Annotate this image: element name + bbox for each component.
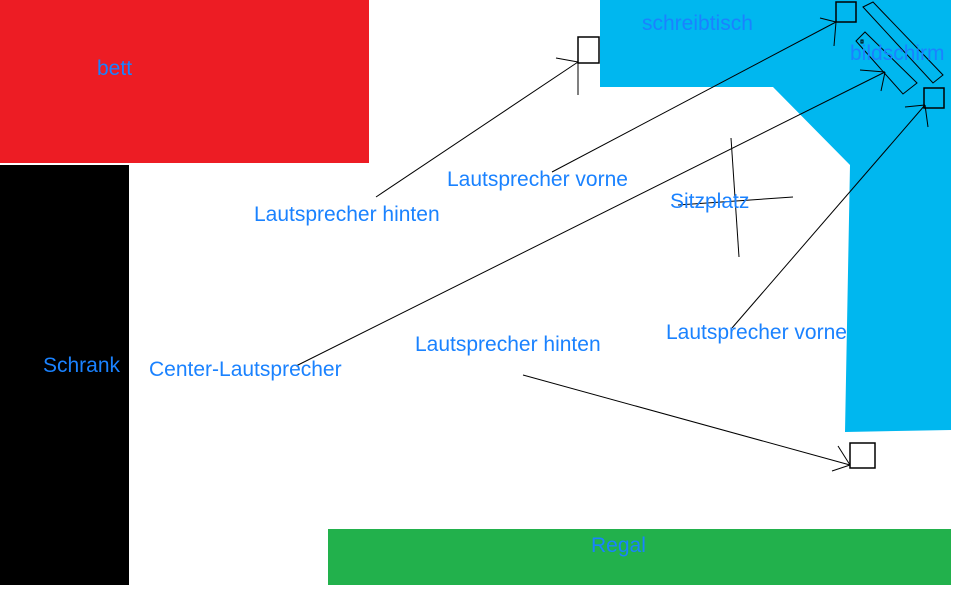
rear-speaker-top-label: Lautsprecher hinten	[254, 203, 440, 226]
wardrobe	[0, 165, 129, 585]
seat-label: Sitzplatz	[670, 190, 749, 213]
arrow-front-left	[551, 17, 837, 173]
bed-label: bett	[97, 57, 132, 80]
seat-cross	[677, 137, 794, 258]
arrow-rear-top	[375, 57, 579, 198]
desk-label: schreibtisch	[642, 12, 753, 35]
shelf	[328, 529, 951, 585]
arrow-center	[295, 69, 886, 367]
rear-speaker-bottom-label: Lautsprecher hinten	[415, 333, 601, 356]
monitor-label: bildschirm	[850, 42, 945, 65]
speaker-front-left	[835, 1, 857, 23]
monitor-outline	[862, 1, 944, 84]
shelf-label: Regal	[591, 534, 646, 557]
wardrobe-label: Schrank	[43, 354, 121, 377]
speaker-front-right	[923, 87, 945, 109]
arrow-rear-bottom	[522, 374, 851, 472]
bed	[0, 0, 369, 163]
front-speaker-left-label: Lautsprecher vorne	[447, 168, 628, 191]
desk	[600, 0, 951, 432]
monitor-outline-inner	[855, 31, 918, 95]
center-speaker-label: Center-Lautsprecher	[149, 358, 342, 381]
arrow-front-right	[731, 104, 929, 329]
speaker-rear-top	[577, 36, 600, 64]
speaker-rear-bottom	[849, 442, 876, 469]
front-speaker-right-label: Lautsprecher vorne	[666, 321, 847, 344]
monitor-dot	[860, 39, 864, 44]
